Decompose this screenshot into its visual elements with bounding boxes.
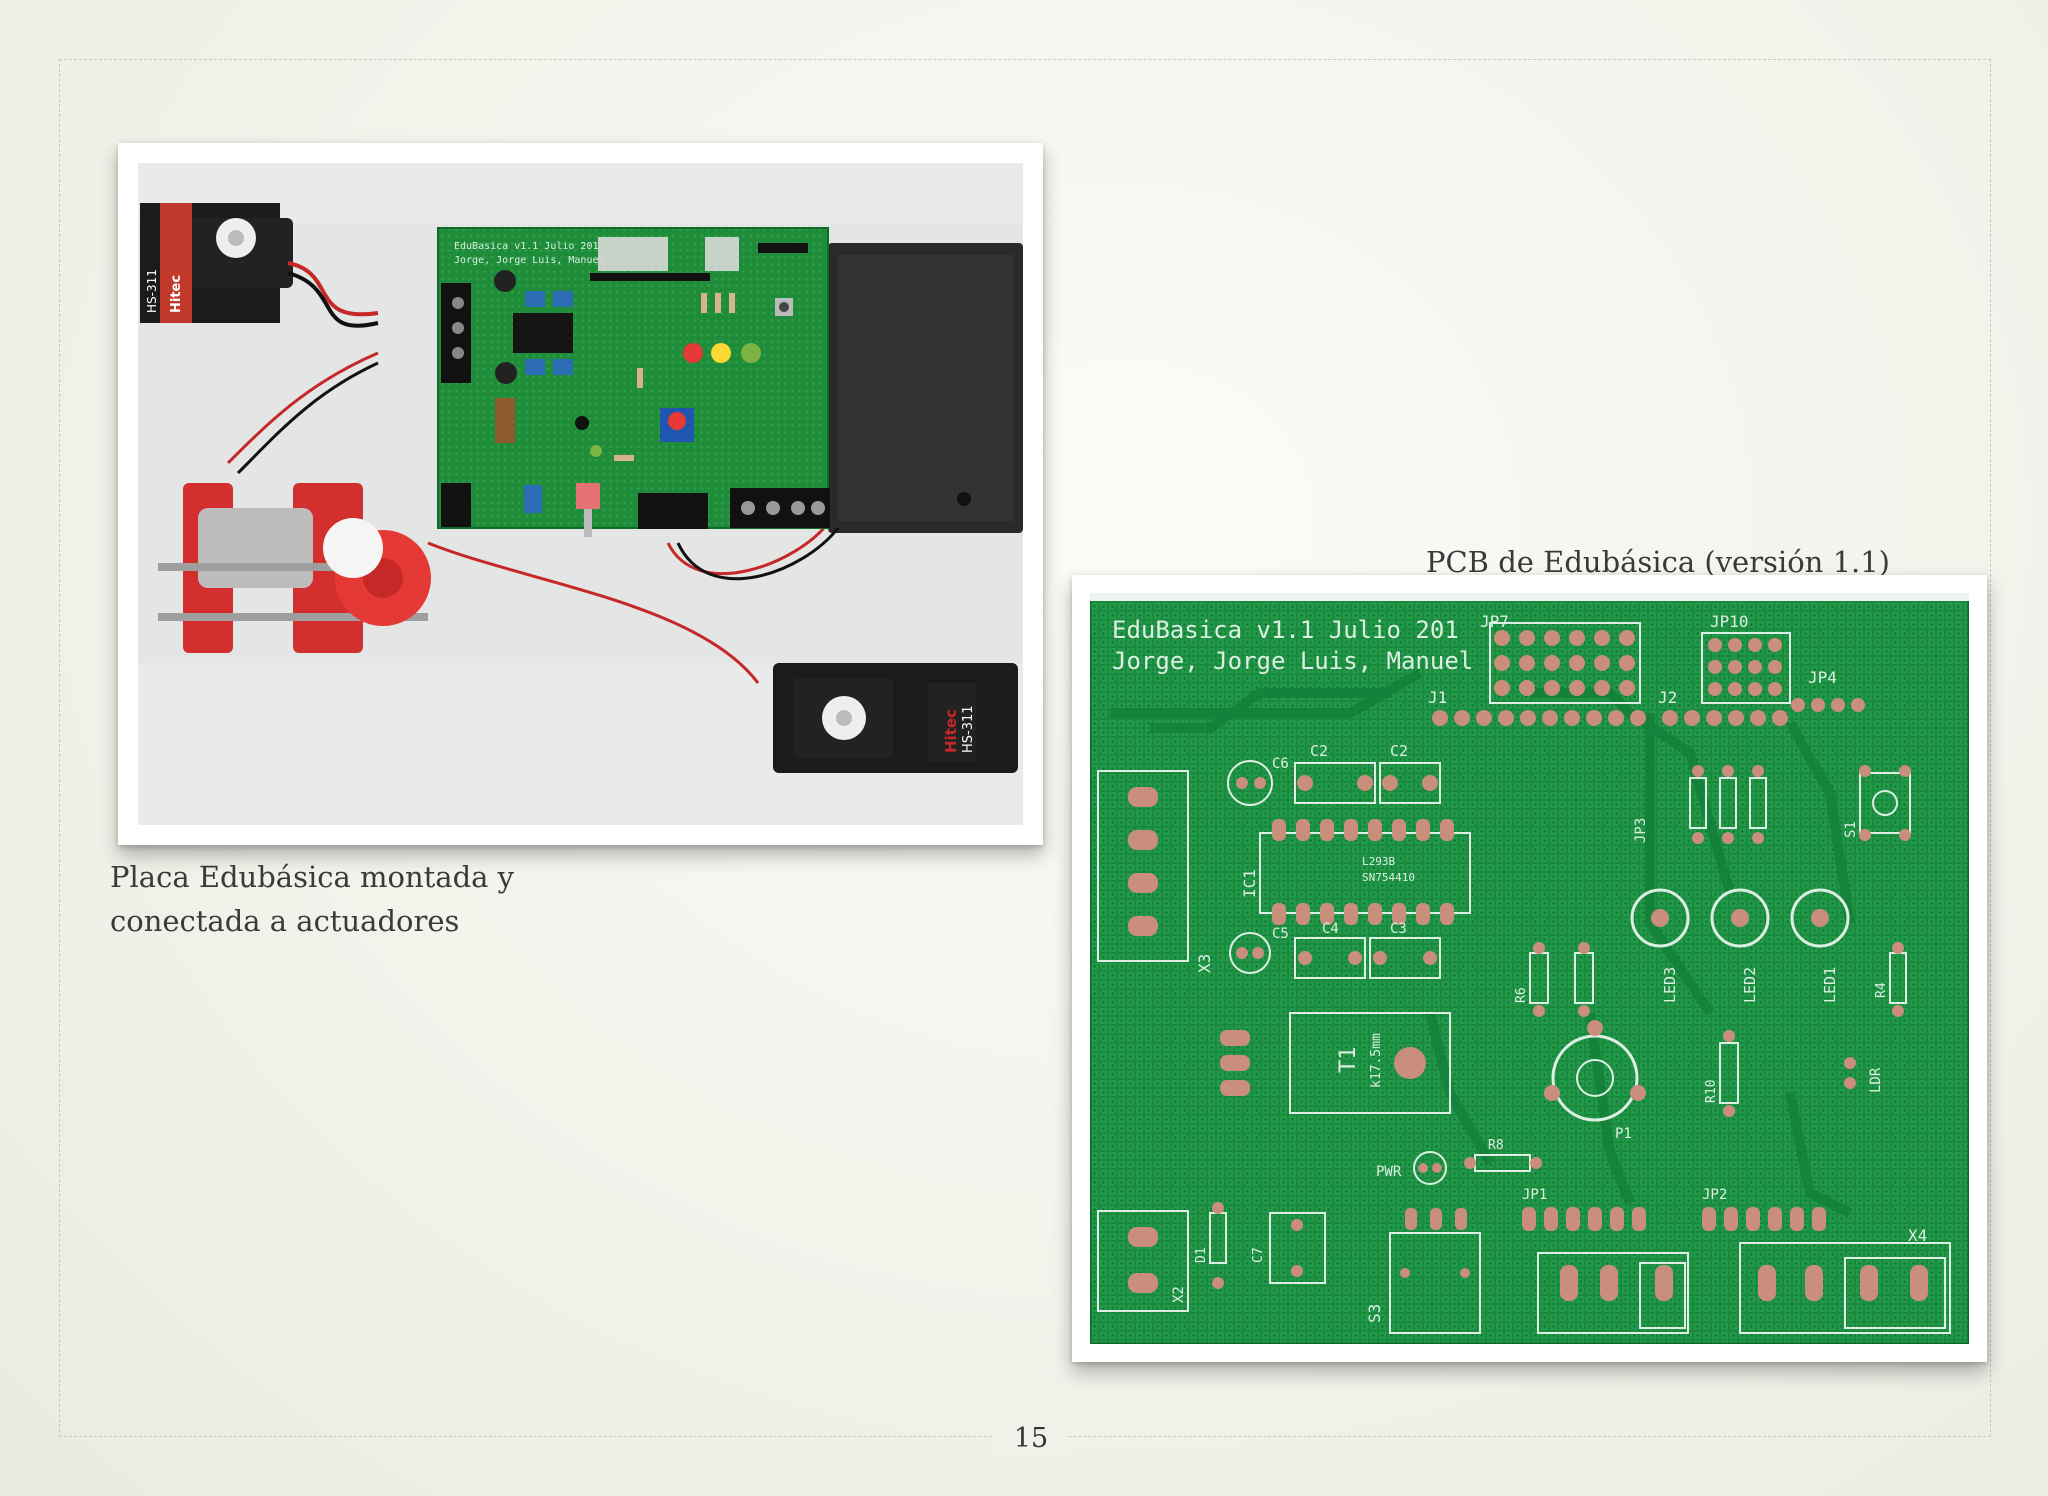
header-jp7: JP7 bbox=[1480, 612, 1641, 704]
pcb-label-line1: EduBasica v1.1 Julio 201 bbox=[1112, 616, 1459, 644]
led-green bbox=[741, 343, 761, 363]
label-pwr: PWR bbox=[1376, 1164, 1402, 1180]
servo-top-brand: Hitec bbox=[169, 275, 184, 313]
label-heatsink: k17.5mm bbox=[1369, 1033, 1384, 1088]
label-r4: R4 bbox=[1874, 982, 1889, 998]
led-red bbox=[683, 343, 703, 363]
photo-bare-pcb: EduBasica v1.1 Julio 201 Jorge, Jorge Lu… bbox=[1072, 575, 1987, 1362]
bare-pcb-illustration: EduBasica v1.1 Julio 201 Jorge, Jorge Lu… bbox=[1090, 593, 1969, 1344]
header-jp4-pads bbox=[1791, 698, 1865, 712]
page-number: 15 bbox=[994, 1422, 1068, 1456]
photo-assembled-board: Hitec HS-311 EduBasica v1.1 Julio 201 Jo… bbox=[118, 143, 1043, 845]
label-j2: J2 bbox=[1658, 688, 1677, 707]
label-jp7: JP7 bbox=[1480, 612, 1509, 631]
assembled-board-illustration: Hitec HS-311 EduBasica v1.1 Julio 201 Jo… bbox=[138, 163, 1023, 825]
potentiometer-p1: P1 bbox=[1544, 1020, 1646, 1142]
label-r8: R8 bbox=[1488, 1138, 1504, 1153]
board-label-line1: EduBasica v1.1 Julio 201 bbox=[454, 241, 599, 252]
switch-s1: S1 bbox=[1843, 765, 1911, 841]
label-s3: S3 bbox=[1365, 1304, 1384, 1323]
capacitor-c7: C7 bbox=[1251, 1212, 1326, 1284]
servo-top-model: HS-311 bbox=[145, 269, 159, 313]
label-t1: T1 bbox=[1336, 1047, 1361, 1074]
led-yellow bbox=[711, 343, 731, 363]
regulator-t1: T1 k17.5mm bbox=[1220, 1012, 1451, 1114]
label-c5: C5 bbox=[1272, 926, 1289, 942]
label-x3: X3 bbox=[1195, 954, 1214, 973]
label-c4: C4 bbox=[1322, 921, 1339, 937]
label-j1: J1 bbox=[1428, 688, 1447, 707]
terminal-x4: X4 bbox=[1739, 1226, 1951, 1334]
ic-text1: L293B bbox=[1362, 855, 1395, 868]
pcb-label-line2: Jorge, Jorge Luis, Manuel bbox=[1112, 647, 1473, 675]
resistor-r10: R10 bbox=[1704, 1030, 1739, 1117]
label-s1: S1 bbox=[1843, 821, 1859, 838]
label-jp10: JP10 bbox=[1710, 612, 1749, 631]
switch-s3: S3 bbox=[1365, 1208, 1481, 1334]
servo-top-left: Hitec HS-311 bbox=[140, 203, 293, 323]
label-c3: C3 bbox=[1390, 921, 1407, 937]
label-jp3: JP3 bbox=[1633, 818, 1649, 843]
header-jp2: JP2 bbox=[1702, 1187, 1826, 1231]
label-led3: LED3 bbox=[1661, 967, 1679, 1003]
label-p1: P1 bbox=[1615, 1126, 1632, 1142]
toggle-switch bbox=[576, 483, 600, 509]
header-j1-pads bbox=[1432, 710, 1646, 726]
led-footprints: LED3 LED2 LED1 bbox=[1630, 888, 1850, 1003]
servo-bottom-brand: Hitec bbox=[942, 709, 960, 753]
label-jp2: JP2 bbox=[1702, 1187, 1727, 1203]
label-ldr: LDR bbox=[1868, 1067, 1884, 1093]
header-jp10: JP10 bbox=[1701, 612, 1791, 704]
label-d1: D1 bbox=[1194, 1247, 1209, 1263]
label-x2: X2 bbox=[1171, 1286, 1187, 1303]
edubasica-board: EduBasica v1.1 Julio 201 Jorge, Jorge Lu… bbox=[437, 227, 830, 537]
label-jp1: JP1 bbox=[1522, 1187, 1547, 1203]
header-j2-pads bbox=[1662, 710, 1788, 726]
resistor-r6: R6 bbox=[1514, 942, 1594, 1017]
terminal-x3: X3 bbox=[1097, 770, 1214, 973]
label-r10: R10 bbox=[1704, 1080, 1719, 1103]
ic-text2: SN754410 bbox=[1362, 871, 1415, 884]
board-label-line2: Jorge, Jorge Luis, Manuel bbox=[454, 255, 605, 266]
caption-pcb: PCB de Edubásica (versión 1.1) bbox=[1425, 545, 1890, 579]
resistor-r8: R8 bbox=[1464, 1138, 1542, 1172]
label-led2: LED2 bbox=[1741, 967, 1759, 1003]
label-c2a: C2 bbox=[1310, 742, 1328, 760]
label-c7: C7 bbox=[1251, 1247, 1266, 1263]
caption-assembled-board: Placa Edubásica montada y conectada a ac… bbox=[110, 860, 515, 938]
label-led1: LED1 bbox=[1821, 967, 1839, 1003]
gearbox-motor bbox=[158, 483, 431, 653]
label-x4: X4 bbox=[1908, 1226, 1927, 1245]
terminal-bottom-middle bbox=[1537, 1252, 1689, 1334]
capacitors-top: C2 C2 C6 bbox=[1227, 742, 1441, 806]
label-jp4: JP4 bbox=[1808, 668, 1837, 687]
ic1-footprint: IC1 L293B SN754410 bbox=[1240, 819, 1471, 925]
power-led: PWR bbox=[1376, 1151, 1447, 1185]
diode-d1: D1 bbox=[1194, 1202, 1227, 1289]
label-c6: C6 bbox=[1272, 756, 1289, 772]
label-ic1: IC1 bbox=[1240, 869, 1259, 898]
label-r6: R6 bbox=[1514, 987, 1529, 1003]
header-jp1: JP1 bbox=[1522, 1187, 1646, 1231]
resistor-array bbox=[1689, 777, 1767, 829]
capacitors-bottom: C5 C4 C3 bbox=[1229, 921, 1441, 979]
ldr: LDR bbox=[1844, 1057, 1884, 1093]
terminal-x2: X2 bbox=[1097, 1210, 1189, 1312]
label-c2b: C2 bbox=[1390, 742, 1408, 760]
servo-bottom-right: Hitec HS-311 bbox=[773, 663, 1018, 773]
servo-bottom-model: HS-311 bbox=[961, 705, 976, 753]
motor-driver-ic bbox=[513, 313, 573, 353]
resistor-r4: R4 bbox=[1874, 942, 1907, 1017]
